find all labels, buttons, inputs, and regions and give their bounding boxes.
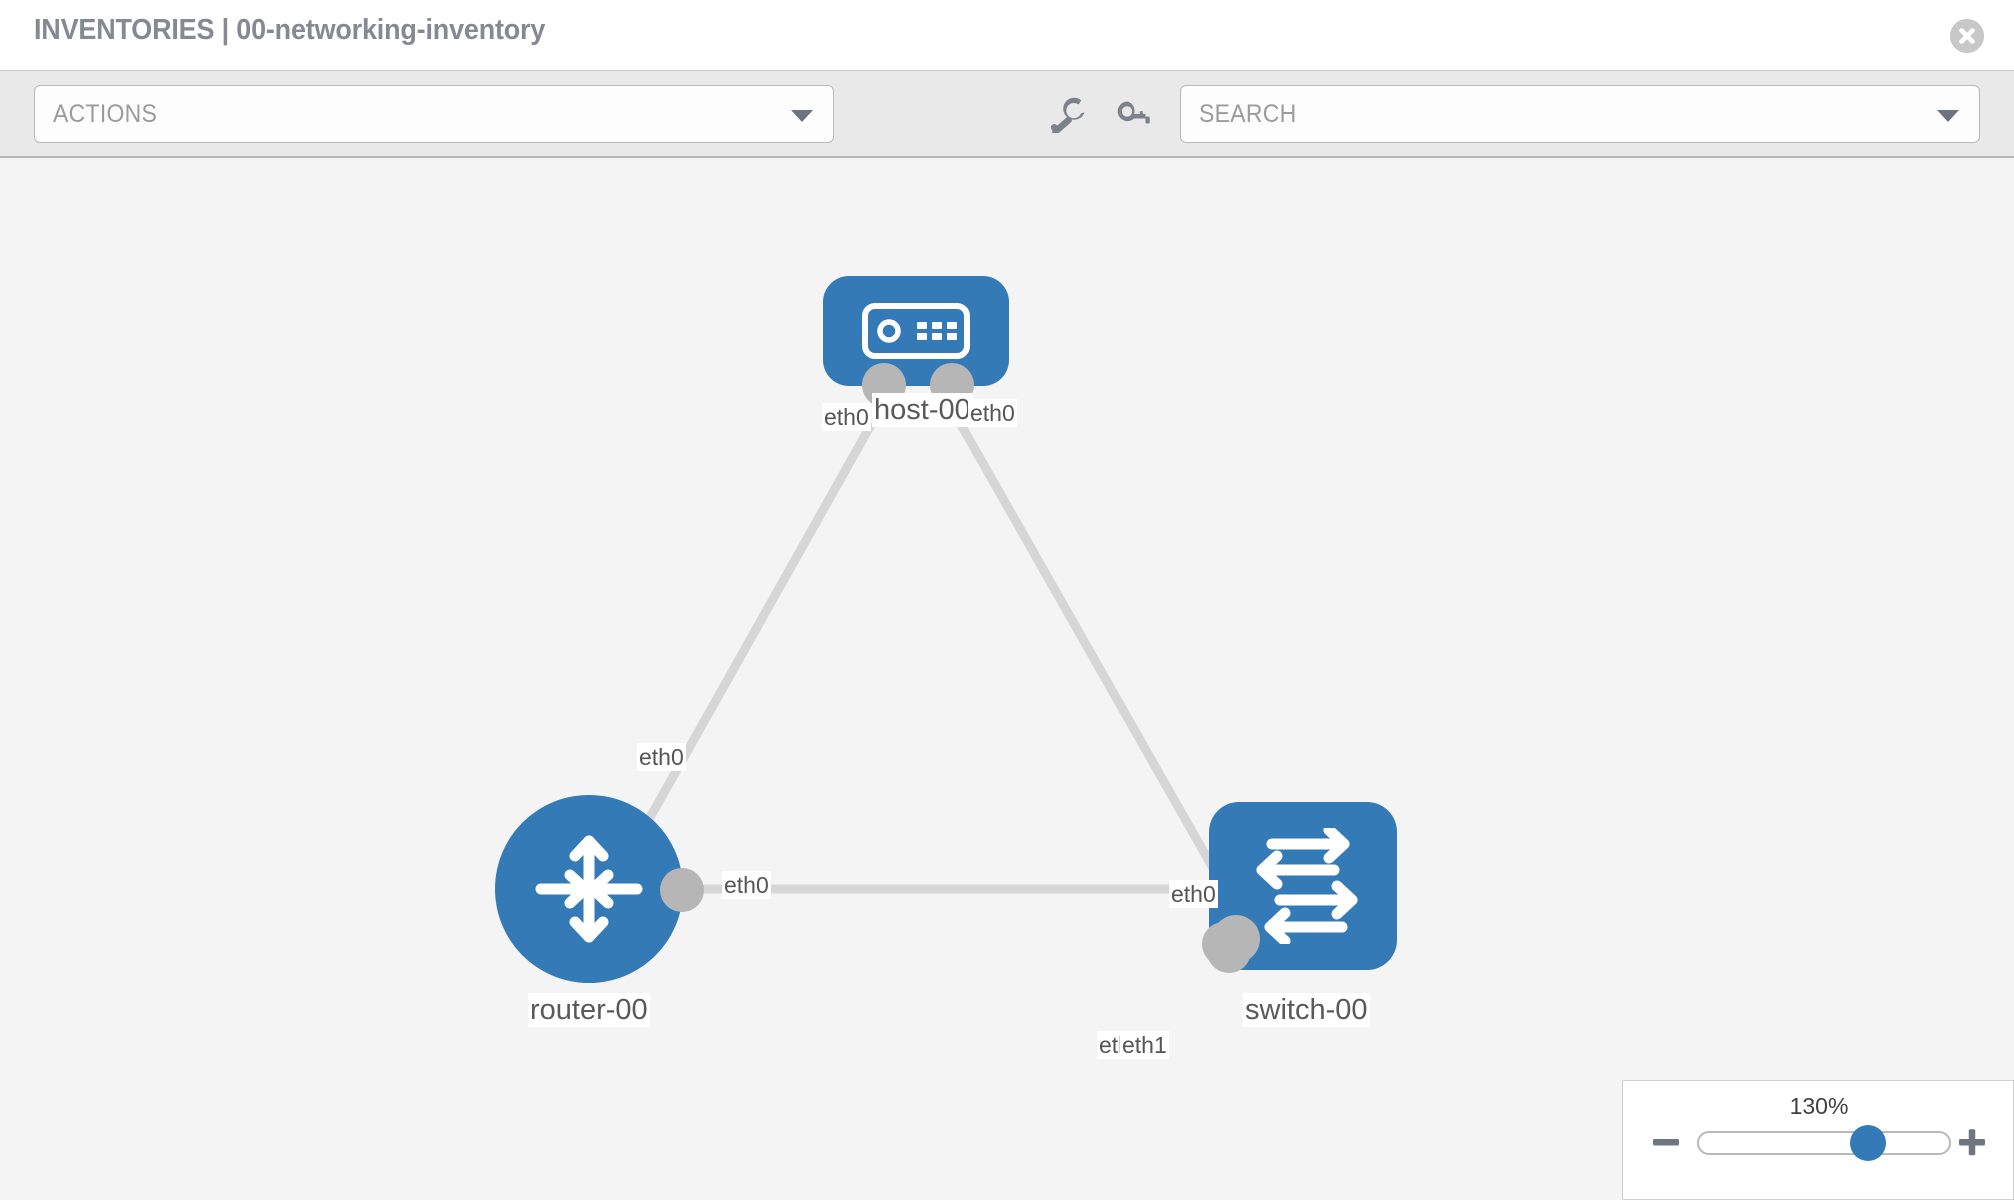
- zoom-control-panel: 130%: [1622, 1080, 2014, 1200]
- topology-canvas[interactable]: host-00 eth0 eth0: [0, 158, 2014, 1200]
- search-placeholder: SEARCH: [1199, 100, 1297, 128]
- link-host-switch: [956, 420, 1234, 901]
- toolbar: ACTIONS SEARCH: [0, 70, 2014, 158]
- actions-dropdown-label: ACTIONS: [53, 100, 158, 128]
- port-label-host-right: eth0: [968, 399, 1017, 427]
- plus-icon[interactable]: [1957, 1127, 1987, 1157]
- key-icon[interactable]: [1114, 97, 1154, 133]
- node-label-router-00: router-00: [528, 993, 650, 1027]
- topology-node-router-00[interactable]: [495, 795, 683, 983]
- zoom-level-label: 130%: [1789, 1093, 1849, 1119]
- link-host-router: [603, 420, 876, 897]
- node-label-switch-00: switch-00: [1243, 993, 1370, 1027]
- port-label-router-upper: eth0: [637, 743, 686, 771]
- close-icon[interactable]: [1950, 19, 1984, 53]
- minus-icon[interactable]: [1651, 1127, 1681, 1157]
- page-title: INVENTORIES | 00-networking-inventory: [34, 14, 546, 46]
- host-node-shape[interactable]: [823, 276, 1009, 386]
- router-four-arrows-icon: [535, 835, 643, 943]
- zoom-slider-track[interactable]: [1697, 1131, 1951, 1155]
- port-label-host-left: eth0: [822, 403, 871, 431]
- chevron-down-icon: [791, 110, 813, 122]
- server-appliance-icon: [862, 303, 970, 359]
- port-label-router-right: eth0: [722, 871, 771, 899]
- topology-node-host-00[interactable]: [823, 276, 1009, 386]
- switch-arrows-icon: [1256, 828, 1358, 944]
- port-nub-router-right[interactable]: [660, 868, 704, 912]
- actions-dropdown[interactable]: ACTIONS: [34, 85, 834, 143]
- page-header: INVENTORIES | 00-networking-inventory: [0, 0, 2014, 70]
- wrench-icon[interactable]: [1048, 97, 1088, 135]
- zoom-slider-thumb[interactable]: [1850, 1125, 1886, 1161]
- port-label-switch-upper: eth0: [1169, 880, 1218, 908]
- port-label-switch-left: eth1: [1120, 1031, 1169, 1059]
- node-label-host-00: host-00: [872, 393, 973, 427]
- chevron-down-icon[interactable]: [1937, 110, 1959, 122]
- router-node-shape[interactable]: [495, 795, 683, 983]
- port-nub-switch-host-side[interactable]: [1212, 915, 1260, 963]
- search-input[interactable]: SEARCH: [1180, 85, 1980, 143]
